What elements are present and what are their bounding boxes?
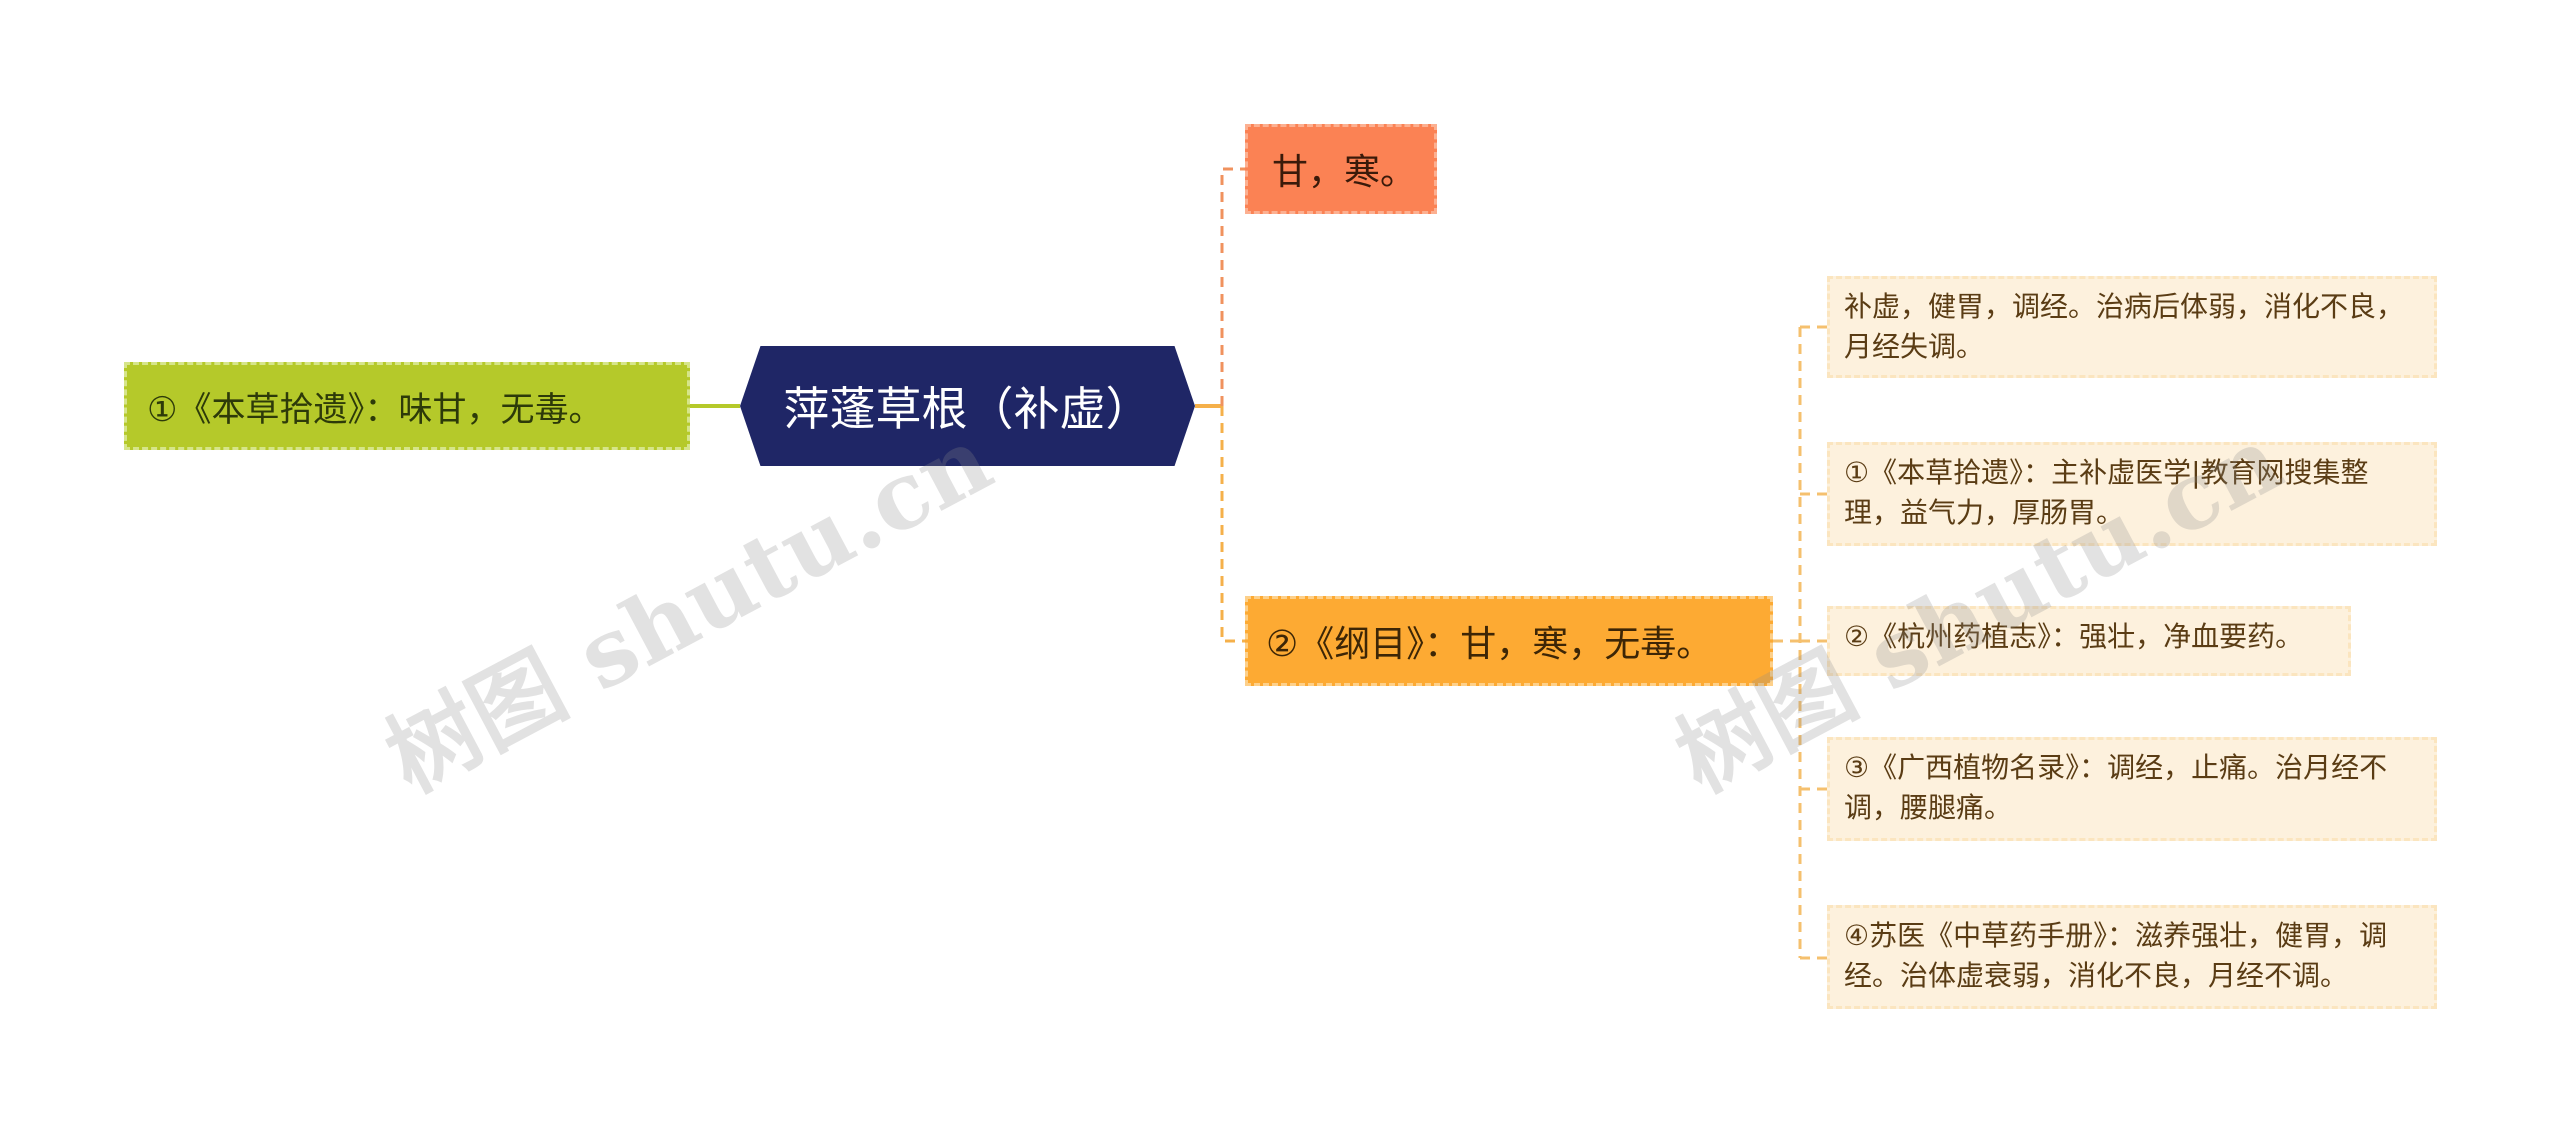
leaf-node-1[interactable]: 补虚，健胃，调经。治病后体弱，消化不良，月经失调。 [1827,276,2437,378]
central-topic[interactable]: 萍蓬草根（补虚） [740,346,1195,466]
node-label: ②《纲目》：甘，寒，无毒。 [1266,624,1713,665]
connector-gangmu [1220,406,1245,643]
leaf-label: ①《本草拾遗》：主补虚医学|教育网搜集整理，益气力，厚肠胃。 [1844,456,2369,529]
node-label: ①《本草拾遗》：味甘，无毒。 [147,389,603,430]
central-topic-label: 萍蓬草根（补虚） [783,382,1152,436]
leaf-node-4[interactable]: ③《广西植物名录》：调经，止痛。治月经不调，腰腿痛。 [1827,737,2437,841]
leaf-node-3[interactable]: ②《杭州药植志》：强壮，净血要药。 [1827,606,2351,676]
leaf-label: ②《杭州药植志》：强壮，净血要药。 [1844,620,2304,653]
node-label: 甘，寒。 [1272,152,1417,193]
leaf-label: 补虚，健胃，调经。治病后体弱，消化不良，月经失调。 [1844,290,2405,363]
leaf-label: ④苏医《中草药手册》：滋养强壮，健胃，调经。治体虚衰弱，消化不良，月经不调。 [1844,919,2388,992]
leaf-node-2[interactable]: ①《本草拾遗》：主补虚医学|教育网搜集整理，益气力，厚肠胃。 [1827,442,2437,546]
connector-taste [1220,167,1245,406]
leaf-node-5[interactable]: ④苏医《中草药手册》：滋养强壮，健胃，调经。治体虚衰弱，消化不良，月经不调。 [1827,905,2437,1009]
leaf-label: ③《广西植物名录》：调经，止痛。治月经不调，腰腿痛。 [1844,751,2388,824]
node-bencao-shiyi[interactable]: ①《本草拾遗》：味甘，无毒。 [124,362,690,450]
node-taste[interactable]: 甘，寒。 [1245,124,1437,214]
node-gangmu[interactable]: ②《纲目》：甘，寒，无毒。 [1245,596,1773,686]
